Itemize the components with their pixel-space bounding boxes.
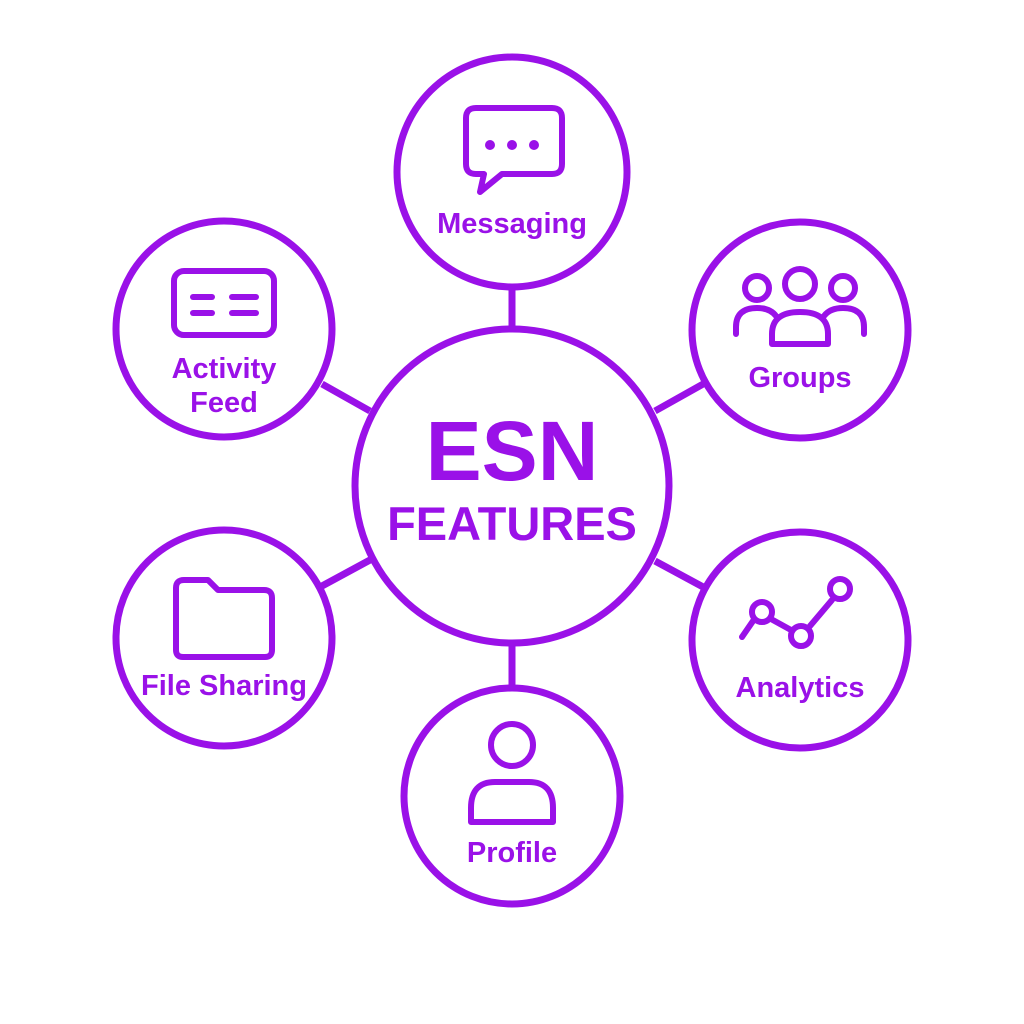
node-file-sharing-circle (112, 526, 336, 750)
node-activity-feed-label-line1: Activity (172, 353, 277, 385)
node-activity-feed: Activity Feed (112, 217, 336, 441)
user-icon (468, 721, 556, 825)
connector-file-sharing (320, 556, 372, 590)
node-groups-circle (688, 218, 912, 442)
node-analytics-label: Analytics (736, 672, 865, 704)
connectors (320, 287, 707, 688)
node-messaging: Messaging (393, 53, 631, 291)
node-file-sharing: File Sharing (112, 526, 336, 750)
connector-activity-feed (320, 380, 372, 415)
node-file-sharing-label: File Sharing (141, 670, 307, 702)
hub-circle (351, 325, 673, 647)
node-analytics-circle (688, 528, 912, 752)
chat-bubble-icon (463, 105, 565, 195)
node-analytics: Analytics (688, 528, 912, 752)
hub-title: ESN (426, 404, 599, 498)
group-people-icon (733, 266, 867, 347)
folder-icon (173, 577, 275, 660)
feed-card-icon (171, 268, 277, 338)
node-profile-label: Profile (467, 837, 557, 869)
node-activity-feed-circle (112, 217, 336, 441)
connector-groups (653, 379, 707, 415)
node-activity-feed-label-line2: Feed (190, 387, 258, 419)
hub-node: ESN FEATURES (351, 325, 673, 647)
node-profile-circle (400, 684, 624, 908)
node-profile: Profile (400, 684, 624, 908)
hub-subtitle: FEATURES (387, 497, 637, 550)
line-chart-icon (739, 576, 853, 649)
node-messaging-label: Messaging (437, 208, 587, 240)
node-groups-label: Groups (748, 362, 851, 394)
node-groups: Groups (688, 218, 912, 442)
connector-analytics (653, 557, 707, 592)
